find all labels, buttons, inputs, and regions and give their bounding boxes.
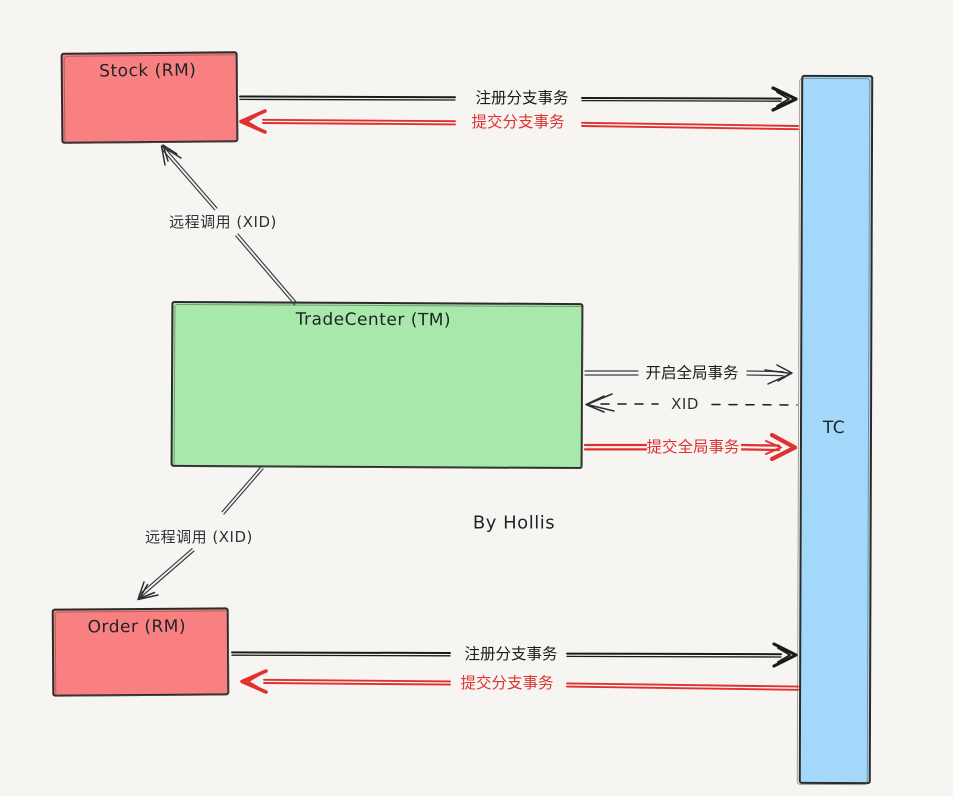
- arrow-line-echo: [263, 682, 799, 691]
- arrow-line-echo: [161, 148, 296, 306]
- arrow-label-commit-global: 提交全局事务: [646, 438, 739, 456]
- arrow-line-echo: [584, 374, 784, 377]
- arrow-line: [263, 678, 799, 688]
- arrow-line: [163, 146, 298, 304]
- tc-bar-shape: [798, 74, 874, 785]
- arrow-label-remote-call-order: 远程调用 (XID): [145, 528, 253, 546]
- arrow-label-register-branch-top: 注册分支事务: [475, 89, 568, 107]
- arrow-begin-global: 开启全局事务: [584, 364, 793, 385]
- arrow-label-xid: XID: [671, 395, 699, 413]
- arrowhead-right-icon: [771, 86, 798, 112]
- arrow-remote-call-stock: 远程调用 (XID): [160, 144, 298, 306]
- arrowhead-left-icon: [585, 395, 605, 413]
- arrowhead-right-echo-icon: [765, 440, 782, 455]
- arrow-label-commit-branch-top: 提交分支事务: [471, 113, 564, 131]
- arrowhead-right-icon: [776, 364, 793, 382]
- arrow-dashed-line: [600, 403, 798, 406]
- arrow-line: [239, 95, 782, 100]
- arrow-commit-global: 提交全局事务: [583, 432, 798, 462]
- stock-label: Stock (RM): [99, 61, 196, 82]
- arrowhead-right-icon: [772, 642, 798, 668]
- arrow-order-commit-branch: 提交分支事务: [240, 669, 799, 694]
- arrow-line: [262, 118, 799, 127]
- credit-text: By Hollis: [473, 513, 555, 534]
- arrow-stock-register-branch: 注册分支事务: [239, 86, 798, 112]
- arrowhead-upleft-echo-icon: [160, 145, 182, 166]
- order-box-echo: [54, 610, 230, 697]
- tc-bar-echo: [796, 77, 871, 786]
- arrow-line-echo: [262, 122, 799, 131]
- arrow-label-commit-branch-bottom: 提交分支事务: [460, 674, 553, 692]
- arrow-order-register-branch: 注册分支事务: [231, 642, 798, 668]
- arrow-remote-call-order: 远程调用 (XID): [137, 466, 264, 601]
- arrow-line: [583, 443, 781, 447]
- arrowhead-upleft-icon: [162, 144, 178, 162]
- node-order: Order (RM): [51, 607, 230, 697]
- arrowhead-left-echo-icon: [586, 393, 615, 412]
- arrow-stock-commit-branch: 提交分支事务: [239, 109, 799, 134]
- arrow-label-begin-global: 开启全局事务: [645, 364, 738, 382]
- arrow-line-echo: [239, 98, 782, 102]
- order-label: Order (RM): [88, 617, 187, 638]
- node-stock: Stock (RM): [60, 51, 239, 144]
- arrowhead-right-echo-icon: [764, 369, 792, 385]
- arrow-line: [231, 651, 782, 656]
- arrowhead-downleft-echo-icon: [137, 581, 159, 601]
- node-trade-center: TradeCenter (TM): [170, 300, 584, 470]
- node-tc: TC: [796, 74, 874, 786]
- arrowhead-right-icon: [769, 432, 798, 462]
- arrow-xid-return: XID: [585, 393, 798, 413]
- arrowhead-right-echo-icon: [777, 647, 791, 663]
- arrowhead-left-echo-icon: [247, 674, 260, 689]
- arrow-line-echo: [231, 654, 782, 658]
- arrow-label-register-branch-bottom: 注册分支事务: [464, 645, 557, 663]
- arrow-label-remote-call-stock: 远程调用 (XID): [169, 213, 277, 231]
- arrow-line: [140, 468, 264, 598]
- trade-center-box-echo: [173, 303, 584, 470]
- arrow-line-echo: [138, 466, 262, 596]
- arrowhead-right-echo-icon: [776, 91, 790, 107]
- arrow-line-echo: [583, 448, 781, 452]
- stock-box-echo: [63, 54, 239, 144]
- trade-center-label: TradeCenter (TM): [295, 310, 452, 331]
- arrowhead-left-echo-icon: [246, 114, 259, 129]
- tc-label: TC: [822, 418, 845, 438]
